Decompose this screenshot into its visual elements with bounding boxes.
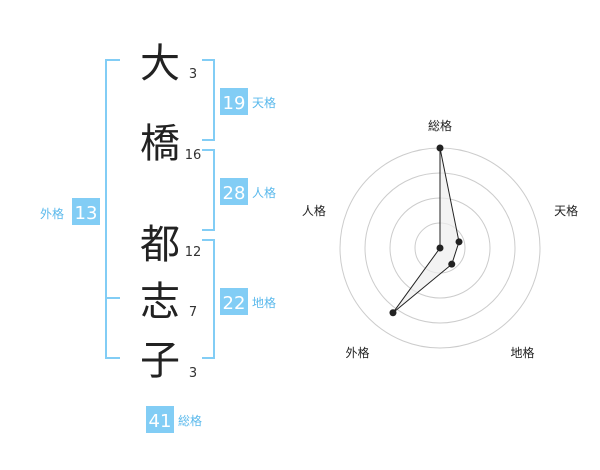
- jinkaku-badge: [220, 178, 248, 205]
- tenkaku-value: 19: [223, 93, 246, 114]
- chikaku-label: 地格: [252, 295, 276, 310]
- radar-point-1: [436, 144, 444, 152]
- gaikaku-label: 外格: [40, 206, 64, 221]
- tenkaku-badge: [220, 88, 248, 115]
- stroke-count-2: 16: [185, 148, 202, 163]
- stroke-count-4: 7: [189, 305, 197, 320]
- radar-point-5: [436, 244, 444, 252]
- name-char-1: 大: [140, 41, 180, 87]
- radar-series-area: [392, 147, 460, 314]
- name-char-4: 志: [140, 279, 180, 325]
- soukaku-badge: [146, 406, 174, 433]
- jinkaku-value: 28: [223, 183, 246, 204]
- tenkaku-label: 天格: [252, 95, 276, 110]
- name-char-3: 都: [140, 222, 180, 268]
- soukaku-value: 41: [149, 411, 172, 432]
- tenkaku-bracket: [202, 59, 215, 141]
- stroke-count-5: 3: [189, 366, 197, 381]
- radar-point-2: [455, 238, 463, 246]
- jinkaku-label: 人格: [252, 185, 276, 200]
- chikaku-value: 22: [223, 293, 246, 314]
- radar-point-4: [389, 309, 397, 317]
- name-char-2: 橋: [140, 121, 180, 167]
- gaikaku-badge: [72, 198, 100, 225]
- gaikaku-bracket: [105, 59, 120, 359]
- radar-axis-label-5: 人格: [302, 203, 326, 218]
- radar-axis-label-3: 地格: [511, 345, 535, 360]
- jinkaku-bracket: [202, 149, 215, 231]
- name-panel: 大 3 橋 16 都 12 志 7 子 3 19 天格 28 人格 22 地格 …: [40, 41, 276, 433]
- radar-axis-label-1: 総格: [428, 118, 452, 133]
- chikaku-bracket: [202, 239, 215, 359]
- chikaku-badge: [220, 288, 248, 315]
- soukaku-label: 総格: [178, 413, 202, 428]
- radar-axis-label-2: 天格: [554, 203, 578, 218]
- stroke-count-3: 12: [185, 245, 202, 260]
- radar-axis-label-4: 外格: [345, 345, 369, 360]
- radar-point-3: [448, 260, 456, 268]
- gaikaku-value: 13: [75, 203, 98, 224]
- stroke-count-1: 3: [189, 67, 197, 82]
- name-char-5: 子: [140, 338, 180, 384]
